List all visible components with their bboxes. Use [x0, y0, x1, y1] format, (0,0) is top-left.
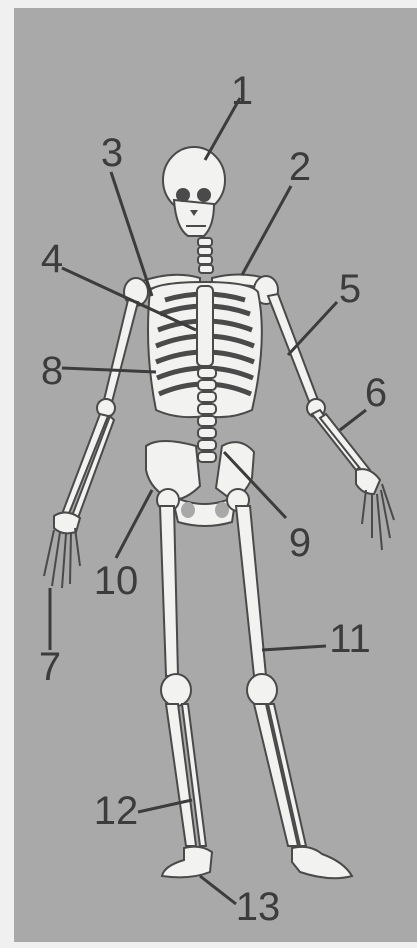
label-11: 11 — [329, 617, 371, 661]
label-5: 5 — [339, 267, 361, 311]
label-1: 1 — [231, 69, 253, 113]
sternum — [197, 286, 213, 366]
label-8: 8 — [41, 349, 63, 393]
neck-vertebrae — [198, 238, 213, 273]
label-2: 2 — [289, 145, 311, 189]
label-10: 10 — [94, 559, 139, 603]
label-3: 3 — [101, 131, 123, 175]
label-9: 9 — [289, 521, 311, 565]
label-4: 4 — [41, 237, 63, 281]
label-6: 6 — [365, 371, 387, 415]
label-13: 13 — [236, 885, 281, 929]
label-12: 12 — [94, 789, 139, 833]
label-7: 7 — [39, 645, 61, 689]
